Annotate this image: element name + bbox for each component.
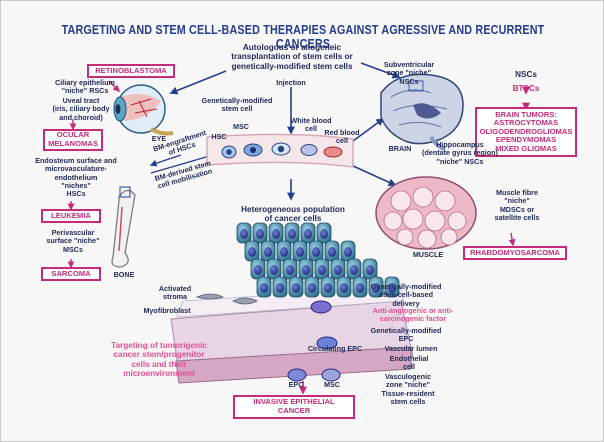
- arrow-bm-mobilise: [150, 153, 215, 174]
- tumor-cell-nucleus: [286, 265, 294, 275]
- vascular-lumen-label: Vascular lumen: [384, 344, 438, 353]
- tumor-cell-nucleus: [324, 283, 332, 293]
- hsc-label: HSC: [211, 132, 227, 141]
- muscle-label: MUSCLE: [412, 250, 444, 259]
- endothelial-label: Endothelial cell: [389, 354, 429, 372]
- tumor-msc-label: MSC: [324, 380, 340, 389]
- invasive-cancer-box: INVASIVE EPITHELIAL CANCER: [233, 395, 355, 419]
- sarcoma-box: SARCOMA: [41, 267, 101, 281]
- arrow-bm-engraft: [149, 154, 182, 167]
- tumor-cell-nucleus: [304, 229, 312, 239]
- muscle-fibre-label: Muscle fibre "niche" MDSCs or satellite …: [494, 188, 540, 222]
- rhabdomyosarcoma-box: RHABDOMYOSARCOMA: [463, 246, 567, 260]
- tumor-cell-nucleus: [254, 265, 262, 275]
- bone-label: BONE: [113, 270, 135, 279]
- tumor-cell-nucleus: [350, 265, 358, 275]
- retinoblastoma-box: RETINOBLASTOMA: [87, 64, 175, 78]
- tumor-cell-nucleus: [328, 247, 336, 257]
- gm-stem-cell-label: Genetically-modified stem cell: [201, 96, 273, 114]
- injection-label: Injection: [276, 78, 306, 87]
- arrow-to-brain: [360, 62, 401, 79]
- tumor-cell-nucleus: [334, 265, 342, 275]
- brain-illustration: [380, 73, 464, 151]
- tumor-cell-nucleus: [366, 265, 374, 275]
- subventricular-label: Subventricular zone "niche" NSCs: [383, 60, 435, 86]
- btscs-label: BTSCs: [512, 84, 540, 93]
- uveal-label: Uveal tract (iris, ciliary body and chor…: [52, 96, 110, 122]
- arrow-to-eye: [169, 70, 227, 95]
- heterogeneous-label: Heterogeneous population of cancer cells: [241, 205, 345, 224]
- tumor-cell-nucleus: [276, 283, 284, 293]
- red-blood-cell-label: Red blood cell: [324, 128, 360, 146]
- hippocampus-label: Hippocampus (dentate gyrus region) "nich…: [422, 140, 498, 166]
- circulating-epc-label: Circulating EPC: [307, 344, 363, 353]
- tumor-cell-nucleus: [264, 247, 272, 257]
- eye-illustration: [113, 84, 174, 136]
- vasculogenic-label: Vasculogenic zone "niche" Tissue-residen…: [381, 372, 435, 406]
- tumor-cell-nucleus: [312, 247, 320, 257]
- muscle-illustration: [375, 176, 477, 250]
- tumor-cell-nucleus: [292, 283, 300, 293]
- tumor-cell-nucleus: [308, 283, 316, 293]
- tumor-cell-nucleus: [302, 265, 310, 275]
- activated-stroma-label: Activated stroma: [158, 284, 192, 302]
- arrow-to-brain-from-vessel: [352, 118, 385, 142]
- tumor-cell-nucleus: [288, 229, 296, 239]
- gm-delivery-label: Genetically-modified stem cell-based del…: [370, 282, 442, 308]
- tumor-cell-nucleus: [272, 229, 280, 239]
- epc-label: EPC: [288, 380, 304, 389]
- tumor-cell-nucleus: [248, 247, 256, 257]
- diagram-title: TARGETING AND STEM CELL-BASED THERAPIES …: [61, 23, 545, 51]
- tumor-cell-nucleus: [256, 229, 264, 239]
- nscs-label: NSCs: [515, 70, 537, 79]
- tumor-cell-nucleus: [388, 283, 396, 293]
- transplant-label: Autologous or allogeneic transplantation…: [231, 43, 353, 71]
- tumor-cell-nucleus: [296, 247, 304, 257]
- arrow-muscle-rhabdo: [508, 232, 516, 247]
- tumor-cell-nucleus: [320, 229, 328, 239]
- brain-tumors-box: BRAIN TUMORS: ASTROCYTOMAS OLIGODENDROGL…: [475, 107, 577, 157]
- eye-label: EYE: [151, 134, 167, 143]
- tumor-cell-nucleus: [372, 283, 380, 293]
- tumor-cell-nucleus: [240, 229, 248, 239]
- endosteum-label: Endosteum surface and microvasculature- …: [35, 156, 117, 199]
- tumor-cell-nucleus: [340, 283, 348, 293]
- tumor-cell-nucleus: [280, 247, 288, 257]
- tumor-cell-nucleus: [270, 265, 278, 275]
- bone-illustration: [111, 186, 136, 268]
- myofibroblast-label: Myofibroblast: [143, 306, 191, 315]
- perivascular-label: Perivascular surface "niche" MSCs: [46, 228, 100, 254]
- ocular-melanomas-box: OCULAR MELANOMAS: [43, 129, 103, 151]
- tumor-cell-nucleus: [318, 265, 326, 275]
- tumor-cell-nucleus: [260, 283, 268, 293]
- leukemia-box: LEUKEMIA: [41, 209, 101, 223]
- blood-vessel-illustration: [206, 133, 354, 168]
- targeting-label: Targeting of tumorigenic cancer stem/pro…: [111, 341, 207, 379]
- ciliary-label: Ciliary epithelium "niche" RSCs: [55, 78, 115, 96]
- tumor-cell-nucleus: [356, 283, 364, 293]
- tumor-cell-nucleus: [344, 247, 352, 257]
- arrow-to-muscle: [350, 164, 397, 186]
- brain-label: BRAIN: [388, 144, 412, 153]
- white-blood-cell-label: White blood cell: [290, 116, 332, 134]
- arrow-retino-eye: [108, 80, 120, 92]
- tumor-illustration: [170, 222, 414, 384]
- gm-epc-label: Genetically-modified EPC: [370, 326, 442, 344]
- msc-label: MSC: [233, 122, 249, 131]
- anti-angiogenic-label: Anti-angiogenic or anti- carcinogenic fa…: [372, 306, 454, 324]
